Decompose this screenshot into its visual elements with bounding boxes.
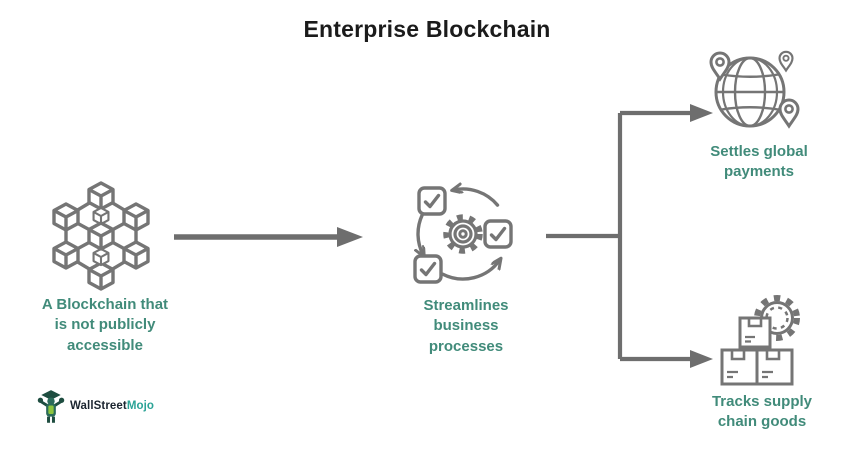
globe-location-pins-icon — [709, 50, 800, 128]
payments-caption: Settles global payments — [710, 143, 808, 181]
brand-first: WallStreet — [70, 400, 127, 412]
wallstreetmojo-logo: WallStreetMojo — [36, 388, 154, 424]
blockchain-network-icon — [52, 181, 150, 291]
process-caption: Streamlines business processes — [423, 297, 509, 355]
blockchain-caption: A Blockchain that is not publicly access… — [41, 296, 169, 354]
page-title: Enterprise Blockchain — [303, 16, 551, 42]
boxes-gear-icon — [720, 295, 800, 386]
wallstreetmojo-mascot-icon — [37, 390, 65, 423]
wallstreetmojo-wordmark: WallStreetMojo — [70, 400, 154, 412]
brand-second: Mojo — [126, 400, 155, 412]
gear-checklist-cycle-icon — [413, 172, 513, 284]
branch-connector-arrows — [546, 104, 713, 368]
supply-caption: Tracks supply chain goods — [711, 393, 813, 431]
arrow-blockchain-to-process — [174, 227, 363, 247]
